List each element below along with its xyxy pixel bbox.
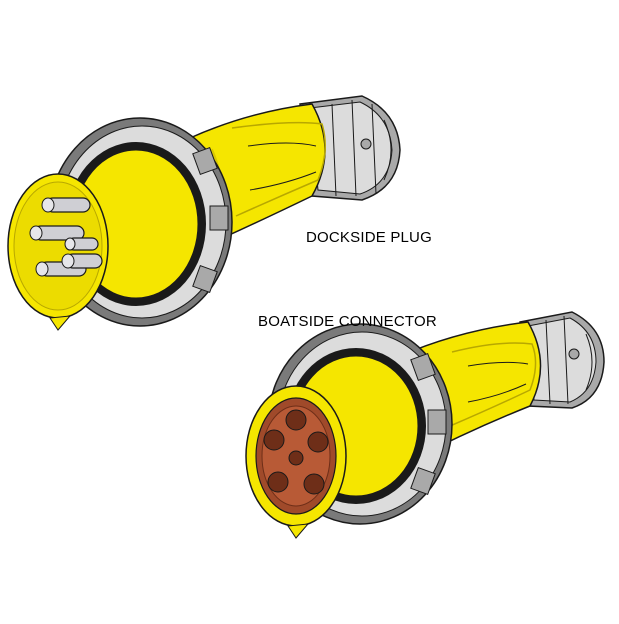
connector-socket (267, 471, 289, 493)
plug-pins (29, 197, 103, 277)
connector-socket (263, 429, 285, 451)
dockside-plug (7, 95, 401, 331)
connector-rear-nut (519, 311, 605, 409)
plug-pin (41, 197, 91, 213)
connector-socket (303, 473, 325, 495)
plug-rear-nut (299, 95, 401, 201)
boatside-connector-label: BOATSIDE CONNECTOR (258, 313, 437, 330)
plug-pin (61, 253, 103, 269)
plug-pin (64, 237, 99, 251)
connector-socket (307, 431, 329, 453)
connector-socket (285, 409, 307, 431)
connector-sockets (263, 409, 329, 495)
boatside-connector (245, 311, 605, 539)
dockside-plug-label: DOCKSIDE PLUG (306, 229, 432, 246)
plug-pin (29, 225, 85, 241)
connector-socket (288, 450, 304, 466)
